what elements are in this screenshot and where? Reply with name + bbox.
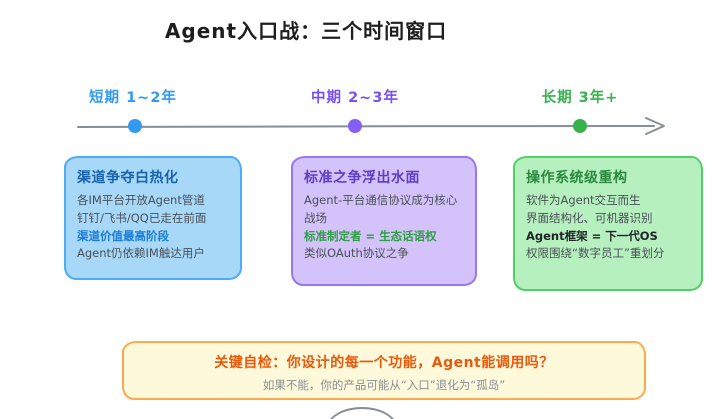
card-line: 权限围绕“数字员工”重划分 [526, 246, 665, 261]
phase-label-short-term: 短期 1~2年 [89, 90, 177, 106]
card-line: 类似OAuth协议之争 [304, 246, 409, 261]
card-line: 各IM平台开放Agent管道 [77, 193, 205, 207]
page-title: Agent入口战：三个时间窗口 [164, 19, 448, 43]
timeline-arrow-icon [77, 117, 665, 135]
phase-label-mid-term: 中期 2~3年 [311, 90, 399, 106]
card-line: 软件为Agent交互而生 [526, 193, 641, 207]
card-line: Agent-平台通信协议成为核心战场 [304, 193, 458, 225]
timeline-dot-long-term [573, 119, 587, 133]
card-line-highlight: 渠道价值最高阶段 [77, 228, 169, 243]
card-line: 界面结构化、可机器识别 [526, 210, 653, 225]
timeline-dot-short-term [128, 119, 142, 133]
timeline-dot-mid-term [348, 119, 362, 133]
key-check-subtitle: 如果不能，你的产品可能从“入口”退化为“孤岛” [262, 378, 506, 392]
card-short-term: 渠道争夺白热化 各IM平台开放Agent管道 钉钉/飞书/QQ已走在前面 渠道价… [64, 156, 242, 280]
partial-circle-decoration [326, 407, 398, 419]
card-line: Agent仍依赖IM触达用户 [77, 246, 205, 261]
card-line: 钉钉/飞书/QQ已走在前面 [77, 210, 207, 225]
card-mid-term-title: 标准之争浮出水面 [304, 170, 420, 186]
card-line-highlight: Agent框架 = 下一代OS [526, 228, 658, 243]
card-mid-term: 标准之争浮出水面 Agent-平台通信协议成为核心战场 标准制定者 = 生态话语… [291, 156, 477, 286]
key-check-callout: 关键自检：你设计的每一个功能，Agent能调用吗？ 如果不能，你的产品可能从“入… [122, 341, 646, 400]
key-check-title: 关键自检：你设计的每一个功能，Agent能调用吗？ [214, 355, 554, 371]
phase-label-long-term: 长期 3年+ [541, 90, 619, 106]
card-long-term: 操作系统级重构 软件为Agent交互而生 界面结构化、可机器识别 Agent框架… [513, 156, 703, 291]
card-long-term-title: 操作系统级重构 [526, 170, 628, 186]
card-short-term-title: 渠道争夺白热化 [77, 170, 179, 186]
card-line-highlight: 标准制定者 = 生态话语权 [304, 228, 437, 243]
